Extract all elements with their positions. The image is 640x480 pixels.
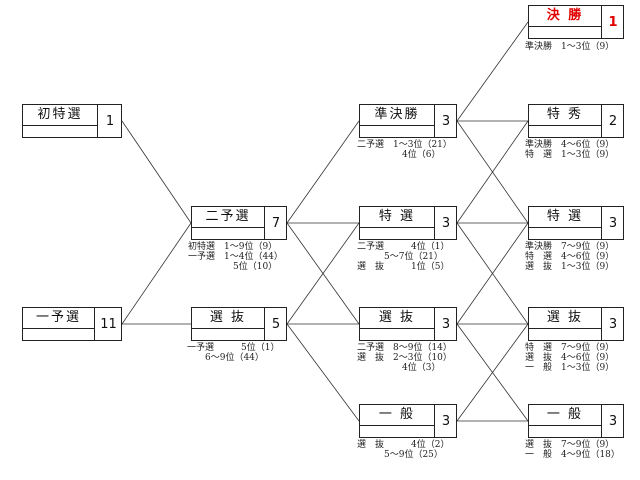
stage-count: 3 [601,405,624,437]
stage-count: 1 [601,6,624,38]
stage-count: 3 [601,308,624,340]
stage-divider [360,328,434,329]
qualifier-line: 二予選 1～3位（21） [357,140,452,150]
connector-hatsu-to-niyo [121,120,192,224]
stage-divider [529,125,601,126]
qualifier-line: 選 抜 7～9位（9） [525,440,615,450]
qualifier-notes-senbatsu3: 特 選 7～9位（9）選 抜 4～6位（9）一 般 1～3位（9） [525,343,614,373]
qualifier-line: 初特選 1～9位（9） [188,242,278,252]
qualifier-line: 一 般 4～9位（18） [525,450,620,460]
qualifier-line: 準決勝 1～3位（9） [525,42,615,52]
stage-label: 初特選 [37,107,83,122]
stage-count: 3 [434,308,457,340]
stage-divider [360,125,434,126]
stage-divider [23,125,97,126]
stage-box-senbatsu2: 選 抜 3 [359,307,457,341]
stage-box-tokusen2: 特 選 3 [528,206,624,240]
stage-divider [360,227,434,228]
stage-box-final: 決 勝 1 [528,5,624,39]
stage-label: 選 抜 [209,310,247,325]
qualifier-line: 5位（10） [188,262,278,272]
stage-label: 二予選 [205,209,251,224]
qualifier-notes-senbatsu1: 一予選 5位（1） 6～9位（44） [187,343,279,363]
stage-label: 一 般 [546,407,584,422]
stage-count: 7 [264,207,287,239]
stage-box-junkesshou: 準決勝 3 [359,104,457,138]
stage-divider [529,26,601,27]
stage-box-niyo: 二予選 7 [191,206,287,240]
qualifier-notes-ippan1: 選 抜 4位（2） 5～9位（25） [357,440,449,460]
qualifier-line: 特 選 4～6位（9） [525,252,615,262]
connector-ippan1-to-senbatsu3 [456,323,529,422]
qualifier-line: 二予選 8～9位（14） [357,343,452,353]
stage-divider [529,227,601,228]
connector-niyo-to-junkesshou [286,120,360,224]
qualifier-line: 一 般 1～3位（9） [525,363,615,373]
qualifier-line: 4位（3） [357,363,441,373]
connector-senbatsu1-to-ippan1 [286,323,360,422]
qualifier-line: 選 抜 1～3位（9） [525,262,615,272]
stage-divider [360,425,434,426]
stage-label: 特 選 [378,209,416,224]
qualifier-notes-niyo: 初特選 1～9位（9）一予選 1～4位（44） 5位（10） [188,242,283,272]
stage-box-ichiyo: 一予選 11 [22,307,122,341]
stage-box-hatsu: 初特選 1 [22,104,122,138]
stage-count: 3 [601,207,624,239]
stage-divider [23,328,94,329]
qualifier-notes-final: 準決勝 1～3位（9） [525,42,614,52]
qualifier-line: 5～9位（25） [357,450,443,460]
stage-box-tokusen: 特 選 3 [359,206,457,240]
qualifier-line: 準決勝 4～6位（9） [525,140,615,150]
qualifier-line: 選 抜 1位（5） [357,262,450,272]
qualifier-notes-junkesshou: 二予選 1～3位（21） 4位（6） [357,140,452,160]
qualifier-line: 一予選 1～4位（44） [188,252,283,262]
connector-senbatsu1-to-tokusen [286,222,360,325]
qualifier-notes-ippan2: 選 抜 7～9位（9）一 般 4～9位（18） [525,440,620,460]
qualifier-line: 二予選 4位（1） [357,242,450,252]
qualifier-line: 6～9位（44） [187,353,264,363]
connector-junkesshou-to-final [456,21,529,122]
stage-label: 決 勝 [546,8,584,23]
stage-box-ippan2: 一 般 3 [528,404,624,438]
stage-box-senbatsu1: 選 抜 5 [191,307,287,341]
stage-count: 11 [94,308,122,340]
qualifier-notes-tokushuu: 準決勝 4～6位（9）特 選 1～3位（9） [525,140,614,160]
stage-label: 選 抜 [546,310,584,325]
stage-label: 一 般 [378,407,416,422]
stage-label: 特 選 [546,209,584,224]
qualifier-notes-tokusen2: 準決勝 7～9位（9）特 選 4～6位（9）選 抜 1～3位（9） [525,242,614,272]
stage-count: 3 [434,405,457,437]
stage-box-ippan1: 一 般 3 [359,404,457,438]
stage-count: 5 [264,308,287,340]
qualifier-line: 選 抜 4位（2） [357,440,450,450]
stage-count: 2 [601,105,624,137]
stage-count: 1 [97,105,122,137]
qualifier-notes-senbatsu2: 二予選 8～9位（14）選 抜 2～3位（10） 4位（3） [357,343,452,373]
stage-divider [529,425,601,426]
stage-count: 3 [434,105,457,137]
qualifier-line: 準決勝 7～9位（9） [525,242,615,252]
stage-divider [192,227,264,228]
connector-tokusen-to-tokushuu [456,120,529,224]
qualifier-line: 選 抜 2～3位（10） [357,353,452,363]
stage-divider [192,328,264,329]
qualifier-line: 選 抜 4～6位（9） [525,353,615,363]
stage-label: 一予選 [35,310,81,325]
stage-box-senbatsu3: 選 抜 3 [528,307,624,341]
qualifier-line: 一予選 5位（1） [187,343,280,353]
qualifier-line: 4位（6） [357,150,441,160]
stage-box-tokushuu: 特 秀 2 [528,104,624,138]
qualifier-line: 特 選 7～9位（9） [525,343,615,353]
qualifier-line: 特 選 1～3位（9） [525,150,615,160]
qualifier-notes-tokusen: 二予選 4位（1） 5～7位（21）選 抜 1位（5） [357,242,449,272]
connector-ichiyo-to-niyo [121,222,192,325]
stage-label: 特 秀 [546,107,584,122]
stage-label: 選 抜 [378,310,416,325]
stage-divider [529,328,601,329]
qualifier-line: 5～7位（21） [357,252,443,262]
stage-label: 準決勝 [374,107,420,122]
connector-senbatsu2-to-tokusen2 [456,222,529,325]
stage-count: 3 [434,207,457,239]
